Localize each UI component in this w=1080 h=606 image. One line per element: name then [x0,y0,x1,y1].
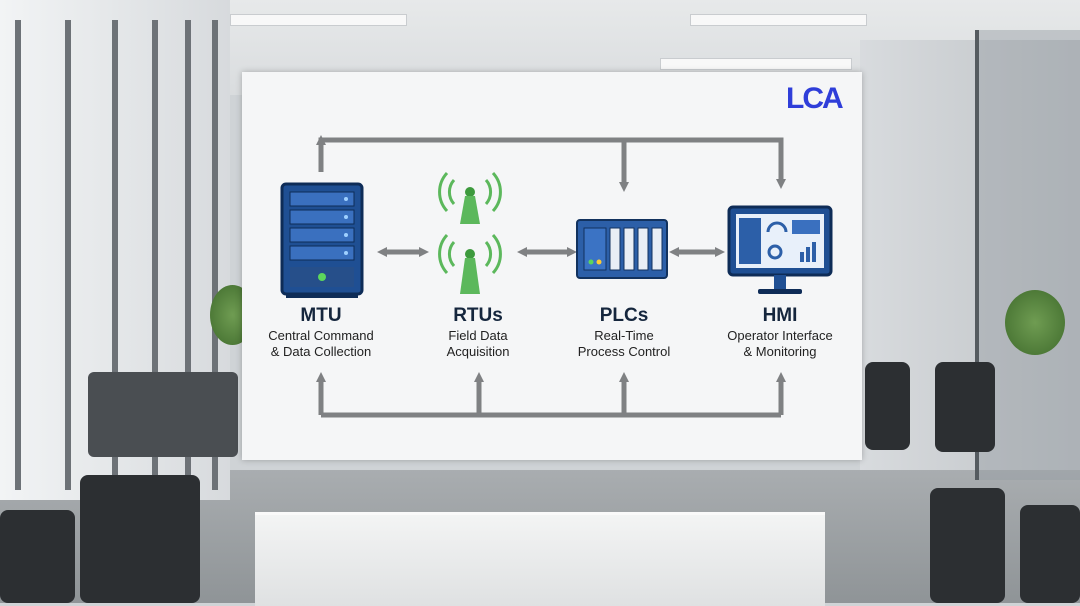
node-description: Operator Interface [727,328,833,343]
node-description: Process Control [577,344,671,359]
top-loop-connector [316,135,786,192]
node-hmi: HMI Operator Interface & Monitoring [705,304,855,360]
plant-right [1005,290,1065,355]
office-chair [865,362,910,450]
ceiling-light [230,14,407,26]
sofa [88,372,238,457]
node-description: Central Command [268,328,374,343]
node-title: MTU [300,305,342,326]
conference-table [255,512,825,606]
node-description: & Monitoring [743,344,817,359]
node-description: Field Data [448,328,508,343]
conference-chair [1020,505,1080,603]
node-title: HMI [762,305,798,326]
radio-antenna-icon [438,171,502,294]
monitor-dashboard-icon [727,205,833,294]
bottom-loop-connector [316,372,786,418]
flow-diagram [280,135,833,418]
node-title: PLCs [599,305,649,326]
node-mtu: MTU Central Command & Data Collection [246,304,396,360]
brand-logo: LCA [786,82,844,115]
server-rack-icon [280,182,364,298]
ceiling-light [690,14,867,26]
diagram-board: LCA [242,72,862,460]
office-chair [935,362,995,452]
node-description: & Data Collection [270,344,372,359]
node-rtus: RTUs Field Data Acquisition [403,304,553,360]
ceiling-light [660,58,852,70]
node-title: RTUs [453,305,503,326]
node-description: Real-Time [594,328,654,343]
conference-chair [0,510,75,603]
conference-chair [80,475,200,603]
conference-chair [930,488,1005,603]
node-description: Acquisition [446,344,510,359]
node-plcs: PLCs Real-Time Process Control [549,304,699,360]
plc-module-icon [576,219,668,279]
